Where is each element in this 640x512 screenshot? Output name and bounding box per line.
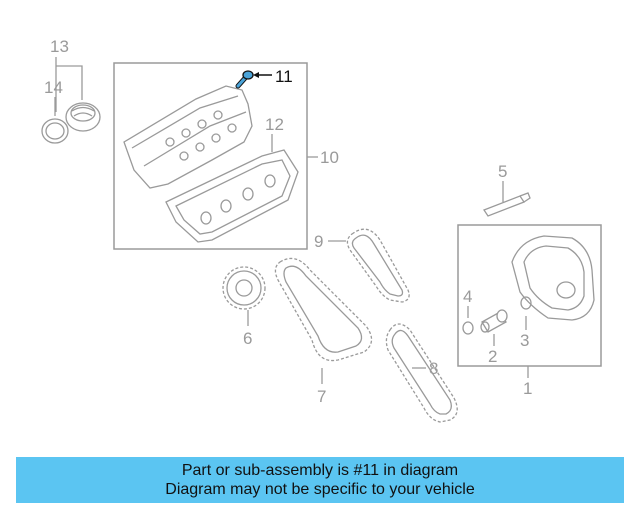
- o-ring-4-part: [462, 321, 474, 335]
- sprocket-part: [222, 266, 266, 310]
- callout-11: 11: [275, 67, 293, 86]
- callout-6: 6: [243, 329, 252, 348]
- callout-8: 8: [429, 359, 438, 378]
- o-ring-3-part: [520, 296, 532, 310]
- info-banner: Part or sub-assembly is #11 in diagram D…: [16, 457, 624, 503]
- callout-14: 14: [44, 78, 63, 97]
- callout-7: 7: [317, 387, 326, 406]
- tube-pin-part: [480, 309, 508, 333]
- callout-13-leader: [55, 57, 83, 112]
- valve-cover-group-box: [113, 62, 308, 250]
- timing-chain-7-part: [274, 257, 373, 362]
- callout-3: 3: [520, 331, 529, 350]
- parts-diagram: 13 14 11 12 10 5 9 6 4 3 2 8 1 7: [41, 37, 602, 423]
- bolt-part: [235, 70, 254, 89]
- timing-chain-8-inner: [391, 329, 452, 415]
- timing-chain-8-part: [385, 323, 458, 423]
- timing-chain-7-inner: [283, 265, 363, 353]
- timing-cover-group-box: [457, 224, 602, 367]
- callout-13: 13: [50, 37, 69, 56]
- valve-cover-part: [123, 85, 253, 189]
- sealant-tube-part: [483, 192, 531, 217]
- oil-filler-cap-part: [65, 102, 101, 132]
- timing-cover-part: [511, 235, 595, 321]
- callout-10: 10: [320, 148, 339, 167]
- callout-1: 1: [523, 379, 532, 398]
- valve-cover-gasket-part: [165, 149, 299, 243]
- callout-9: 9: [314, 232, 323, 251]
- seal-ring-part: [41, 118, 69, 144]
- timing-chain-9-inner: [351, 234, 404, 297]
- callout-4: 4: [463, 287, 472, 306]
- banner-line-1: Part or sub-assembly is #11 in diagram: [181, 462, 459, 479]
- callout-11-arrowhead: [253, 72, 259, 78]
- callout-2: 2: [488, 347, 497, 366]
- timing-chain-9-part: [346, 228, 410, 303]
- banner-line-2: Diagram may not be specific to your vehi…: [165, 481, 475, 498]
- callout-5: 5: [498, 162, 507, 181]
- callout-12: 12: [265, 115, 284, 134]
